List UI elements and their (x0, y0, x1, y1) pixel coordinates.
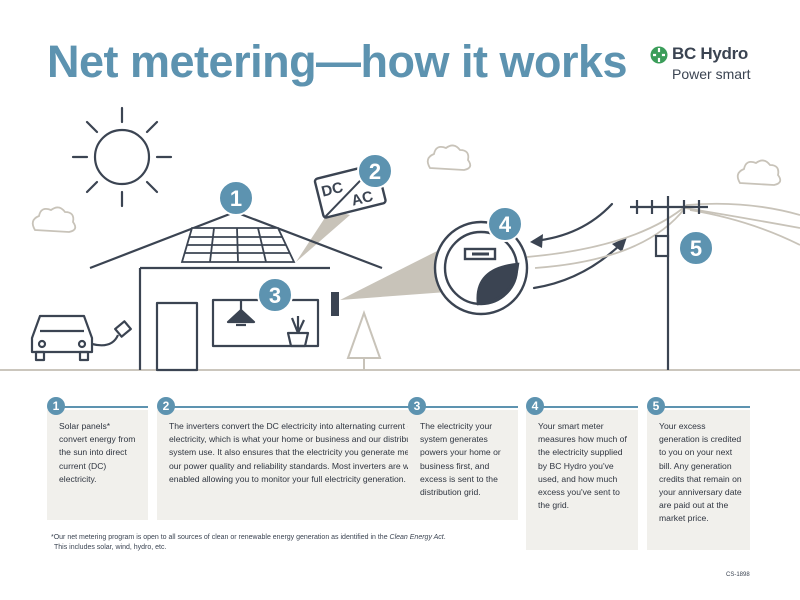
smart-meter-icon (433, 220, 529, 316)
svg-text:3: 3 (269, 283, 281, 308)
marker-5: 5 (678, 230, 714, 266)
door (155, 301, 199, 372)
power-line (689, 209, 800, 246)
step-1: 1 Solar panels* convert energy from the … (47, 396, 148, 554)
utility-pole-icon (630, 196, 708, 370)
step-number: 1 (47, 397, 65, 415)
meter-connector-beam (340, 246, 447, 300)
ac-label: AC (350, 188, 375, 210)
footnote: *Our net metering program is open to all… (51, 533, 446, 553)
step-text: Solar panels* convert energy from the su… (59, 421, 136, 484)
step-5: 5 Your excess generation is credited to … (647, 396, 750, 554)
step-text: Your smart meter measures how much of th… (538, 421, 627, 511)
svg-text:5: 5 (690, 236, 702, 261)
brand-tagline: Power smart (672, 66, 751, 82)
cloud-icon (736, 159, 782, 186)
inverter-connector (296, 210, 350, 262)
step-text: The inverters convert the DC electricity… (169, 421, 425, 484)
solar-panel-icon (180, 227, 296, 263)
tree-icon (346, 310, 382, 370)
step-text: The electricity your system generates po… (420, 421, 501, 498)
marker-3: 3 (257, 277, 293, 313)
dc-label: DC (320, 179, 345, 201)
step-number: 2 (157, 397, 175, 415)
step-number: 4 (526, 397, 544, 415)
bc-hydro-leaf-icon (650, 46, 668, 64)
cloud-icon (426, 144, 472, 171)
svg-text:2: 2 (369, 159, 381, 184)
net-metering-diagram: DC AC (0, 106, 800, 372)
document-code: CS-1898 (726, 572, 750, 578)
marker-1: 1 (218, 180, 254, 216)
arrowhead-icon (530, 234, 543, 248)
footnote-line-2: This includes solar, wind, hydro, etc. (54, 544, 167, 551)
steps-panel: 1 Solar panels* convert energy from the … (47, 396, 750, 554)
svg-text:4: 4 (499, 212, 512, 237)
electric-car-icon (30, 314, 132, 362)
step-text: Your excess generation is credited to yo… (659, 421, 742, 524)
marker-4: 4 (487, 206, 523, 242)
step-2: 2 The inverters convert the DC electrici… (157, 396, 443, 554)
power-line (534, 207, 800, 269)
svg-text:1: 1 (230, 186, 242, 211)
brand-name: BC Hydro (672, 44, 748, 63)
plant-icon (286, 316, 310, 348)
cloud-icon (31, 206, 77, 233)
inverter-box-icon (331, 292, 339, 316)
step-3: 3 The electricity your system generates … (408, 396, 518, 554)
sun-icon (71, 106, 173, 208)
marker-2: 2 (357, 153, 393, 189)
arrowhead-icon (612, 237, 627, 252)
step-4: 4 Your smart meter measures how much of … (526, 396, 638, 554)
page-title: Net metering—how it works (47, 36, 628, 87)
arrow-to-grid (532, 241, 624, 290)
step-number: 5 (647, 397, 665, 415)
lamp-icon (226, 308, 256, 324)
footnote-line-1: *Our net metering program is open to all… (51, 534, 446, 541)
arrow-from-grid (532, 202, 614, 243)
step-number: 3 (408, 397, 426, 415)
